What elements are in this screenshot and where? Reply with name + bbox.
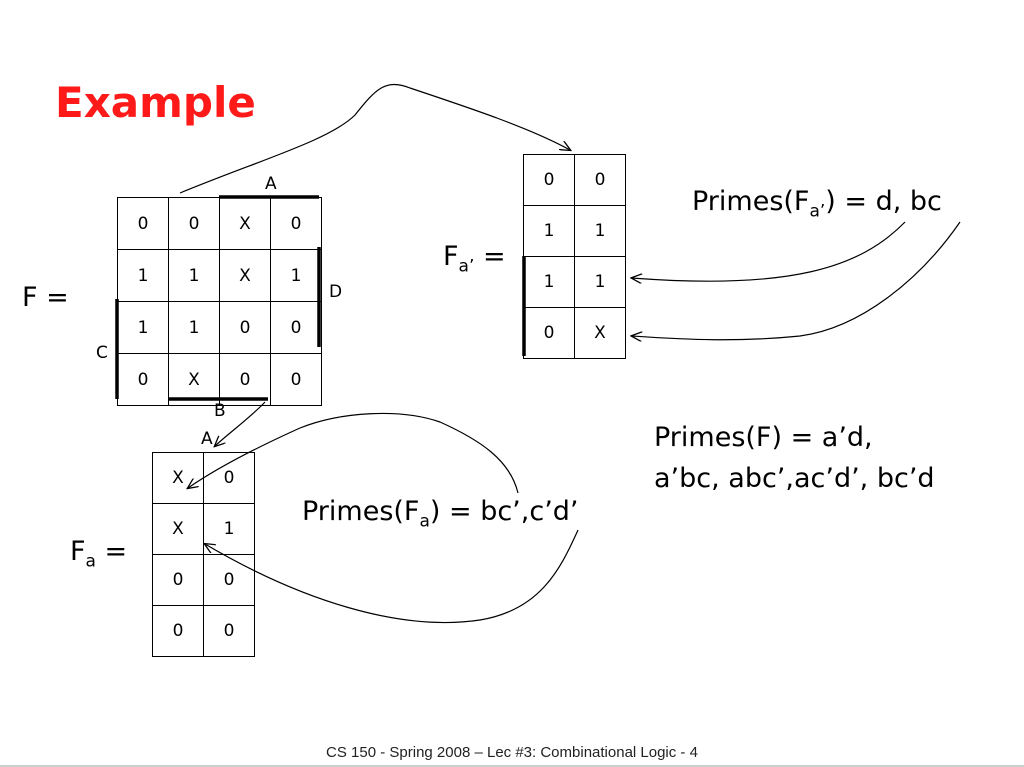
kmap-f-cell: 0 [270,301,322,354]
kmap-f-cell: X [219,197,271,250]
primes-fa-prime-sub: a’ [809,201,826,222]
kmap-fa-prime-cell: 1 [574,256,626,308]
kmap-f-cell: 1 [117,249,169,302]
kmap-fa-cell: 0 [203,452,255,504]
kmap-f-cell: 0 [117,197,169,250]
primes-fa-suffix: ) = bc’,c’d’ [429,496,579,527]
kmap-fa-label-sub: a [85,551,96,572]
primes-fa-text: Primes(Fa) = bc’,c’d’ [302,496,579,531]
kmap-f-cell: X [219,249,271,302]
kmap-fa-prime-label: Fa’ = [443,241,506,276]
kmap-fa-label: Fa = [70,536,127,571]
kmap-fa-prime-cell: X [574,307,626,359]
kmap-fa-label-f: F [70,536,86,567]
primes-fa-prefix: Primes(F [302,496,420,527]
kmap-fa-var-a: A [201,429,213,449]
primes-fa-sub: a [419,511,430,532]
kmap-f-cell: 0 [219,353,271,406]
footer-divider [0,765,1024,767]
kmap-f: 0 0 X 0 1 1 X 1 1 1 0 0 0 X 0 0 [117,197,322,406]
kmap-f-var-b: B [214,401,226,421]
arrow-primes-cd [205,529,579,624]
arrow-primes-bc-prime [188,412,519,494]
kmap-f-var-d: D [329,282,343,302]
primes-f-line1: Primes(F) = a’d, [654,422,873,453]
kmap-fa-cell: X [152,503,204,555]
primes-fa-prime-suffix: ) = d, bc [825,186,942,217]
kmap-f-cell: X [168,353,220,406]
primes-f-line2: a’bc, abc’,ac’d’, bc’d [654,463,935,494]
kmap-fa-prime-label-sub: a’ [458,256,475,277]
kmap-fa-cell: 0 [152,554,204,606]
kmap-fa-prime-label-f: F [443,241,459,272]
kmap-f-cell: 1 [117,301,169,354]
kmap-f-cell: 1 [168,301,220,354]
arrow-primes-d [632,221,906,281]
kmap-fa-prime-cell: 0 [574,154,626,206]
kmap-f-label: F = [22,282,69,313]
kmap-f-var-c: C [96,343,108,363]
arrow-to-fa-prime [179,83,570,194]
kmap-f-var-a: A [265,174,277,194]
kmap-fa-cell: 0 [203,605,255,657]
slide-footer: CS 150 - Spring 2008 – Lec #3: Combinati… [326,744,698,761]
kmap-f-cell: 1 [270,249,322,302]
slide-title: Example [55,78,256,127]
kmap-fa-cell: X [152,452,204,504]
kmap-fa-prime: 0 0 1 1 1 1 0 X [523,154,626,359]
kmap-fa-prime-cell: 0 [523,307,575,359]
arrow-to-fa [215,401,266,446]
primes-fa-prime-text: Primes(Fa’) = d, bc [692,186,942,221]
kmap-f-cell: 0 [270,353,322,406]
kmap-fa-cell: 0 [152,605,204,657]
arrow-primes-bc [632,221,961,340]
primes-fa-prime-prefix: Primes(F [692,186,810,217]
kmap-fa-prime-label-eq: = [474,241,506,272]
kmap-f-cell: 0 [117,353,169,406]
kmap-fa-label-eq: = [95,536,128,567]
kmap-fa: X 0 X 1 0 0 0 0 [152,452,255,657]
